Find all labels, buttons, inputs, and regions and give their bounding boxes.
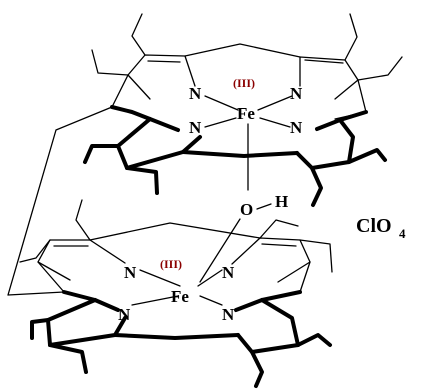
top-oxidation-state: (III)	[233, 76, 255, 90]
top-fe-label: Fe	[237, 104, 255, 123]
hydroxo-bridge: O H	[199, 192, 288, 283]
oxygen-label: O	[240, 200, 253, 219]
linker-strap	[7, 106, 113, 296]
counter-ion: ClO 4	[356, 215, 406, 241]
bottom-porphyrin: N N N N Fe (III)	[19, 199, 333, 388]
bottom-front-bonds	[30, 290, 332, 388]
counter-ion-base: ClO	[356, 215, 392, 237]
bottom-n-label-2: N	[222, 263, 235, 282]
bottom-n-label-3: N	[118, 305, 131, 324]
hydrogen-label: H	[275, 192, 288, 211]
counter-ion-subscript: 4	[399, 226, 406, 241]
bottom-fe-label: Fe	[171, 287, 189, 306]
top-front-bonds	[83, 105, 387, 207]
top-n-label-3: N	[189, 118, 202, 137]
top-n-label-2: N	[290, 84, 303, 103]
top-n-label-1: N	[189, 84, 202, 103]
oh-bond	[256, 203, 272, 210]
bottom-n-label-4: N	[222, 305, 235, 324]
bottom-back-bonds	[19, 199, 333, 306]
bridge-to-bottom-fe-bond	[199, 218, 241, 283]
top-porphyrin: N N N N Fe (III)	[83, 13, 403, 207]
bottom-oxidation-state: (III)	[160, 257, 182, 271]
top-n-label-4: N	[290, 118, 303, 137]
bottom-n-label-1: N	[124, 263, 137, 282]
